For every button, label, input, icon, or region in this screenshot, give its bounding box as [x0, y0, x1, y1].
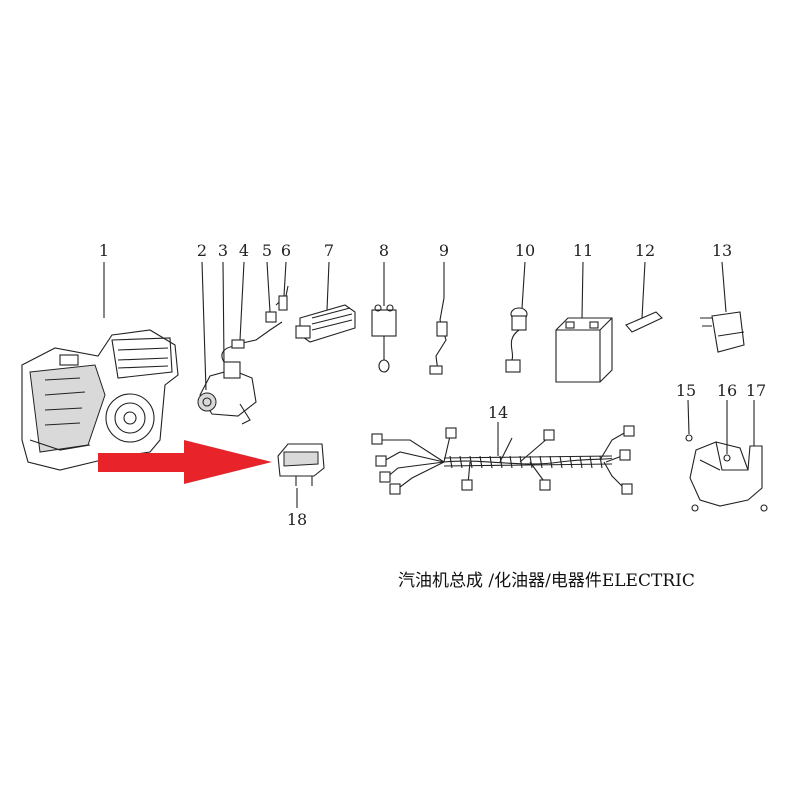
part-14-wiring-harness[interactable]	[371, 425, 635, 495]
part-10-ignition-switch[interactable]	[505, 307, 528, 373]
part-7-regulator-rectifier[interactable]	[295, 304, 356, 343]
callout-14: 14	[488, 403, 508, 422]
callout-17: 17	[746, 381, 766, 400]
callout-11: 11	[573, 241, 593, 260]
callout-13: 13	[712, 241, 732, 260]
callout-16: 16	[717, 381, 737, 400]
callout-5: 5	[262, 241, 272, 260]
part-1-engine-assembly[interactable]	[21, 329, 179, 471]
callout-12: 12	[635, 241, 655, 260]
callout-8: 8	[379, 241, 389, 260]
callout-18: 18	[287, 510, 307, 529]
part-15-bolt[interactable]	[685, 434, 768, 512]
callout-6: 6	[281, 241, 291, 260]
callout-3: 3	[218, 241, 228, 260]
part-12-fuse-strap[interactable]	[625, 311, 663, 333]
callout-9: 9	[439, 241, 449, 260]
part-5-hose-clamp[interactable]	[265, 311, 277, 323]
part-17-mounting-bracket[interactable]	[689, 441, 763, 507]
diagram-caption: 汽油机总成 /化油器/电器件ELECTRIC	[398, 571, 695, 591]
callout-15: 15	[676, 381, 696, 400]
callout-1: 1	[99, 241, 109, 260]
callout-4: 4	[239, 241, 249, 260]
part-9-sensor-wire[interactable]	[429, 297, 448, 375]
callout-10: 10	[515, 241, 535, 260]
part-4-fuel-hose[interactable]	[231, 321, 283, 349]
part-13-starter-relay[interactable]	[700, 311, 745, 353]
leader-lines	[103, 261, 755, 508]
highlight-arrow	[98, 440, 272, 484]
callout-numbers: 1 2 3 4 5 6 7 8 9 10 11 12 13 14 15 16 1…	[99, 241, 766, 529]
part-6-fuel-filter[interactable]	[275, 285, 289, 311]
part-11-battery[interactable]	[555, 317, 613, 383]
part-2-carburetor[interactable]	[197, 361, 257, 425]
part-8-ignition-coil[interactable]	[371, 304, 397, 373]
callout-2: 2	[197, 241, 207, 260]
part-18-display-unit[interactable]	[277, 443, 325, 486]
callout-7: 7	[324, 241, 334, 260]
